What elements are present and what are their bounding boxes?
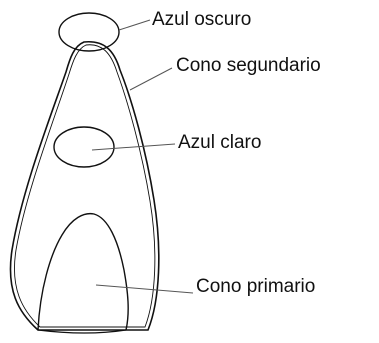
- dark-blue-ellipse: [58, 12, 120, 52]
- primary-cone-base: [37, 329, 127, 334]
- label-secondary-cone: Cono segundario: [176, 55, 321, 76]
- label-light-blue: Azul claro: [178, 132, 262, 153]
- leader-dark-blue: [118, 19, 151, 31]
- label-primary-cone: Cono primario: [196, 276, 316, 297]
- primary-cone-outline: [37, 212, 129, 331]
- light-blue-ellipse: [53, 126, 115, 168]
- secondary-cone-outline-inner: [14, 44, 156, 328]
- leader-light-blue: [91, 143, 176, 151]
- secondary-cone-outline: [9, 41, 160, 331]
- leader-secondary-cone: [129, 67, 173, 91]
- leader-primary-cone: [95, 284, 194, 294]
- label-dark-blue: Azul oscuro: [152, 9, 252, 30]
